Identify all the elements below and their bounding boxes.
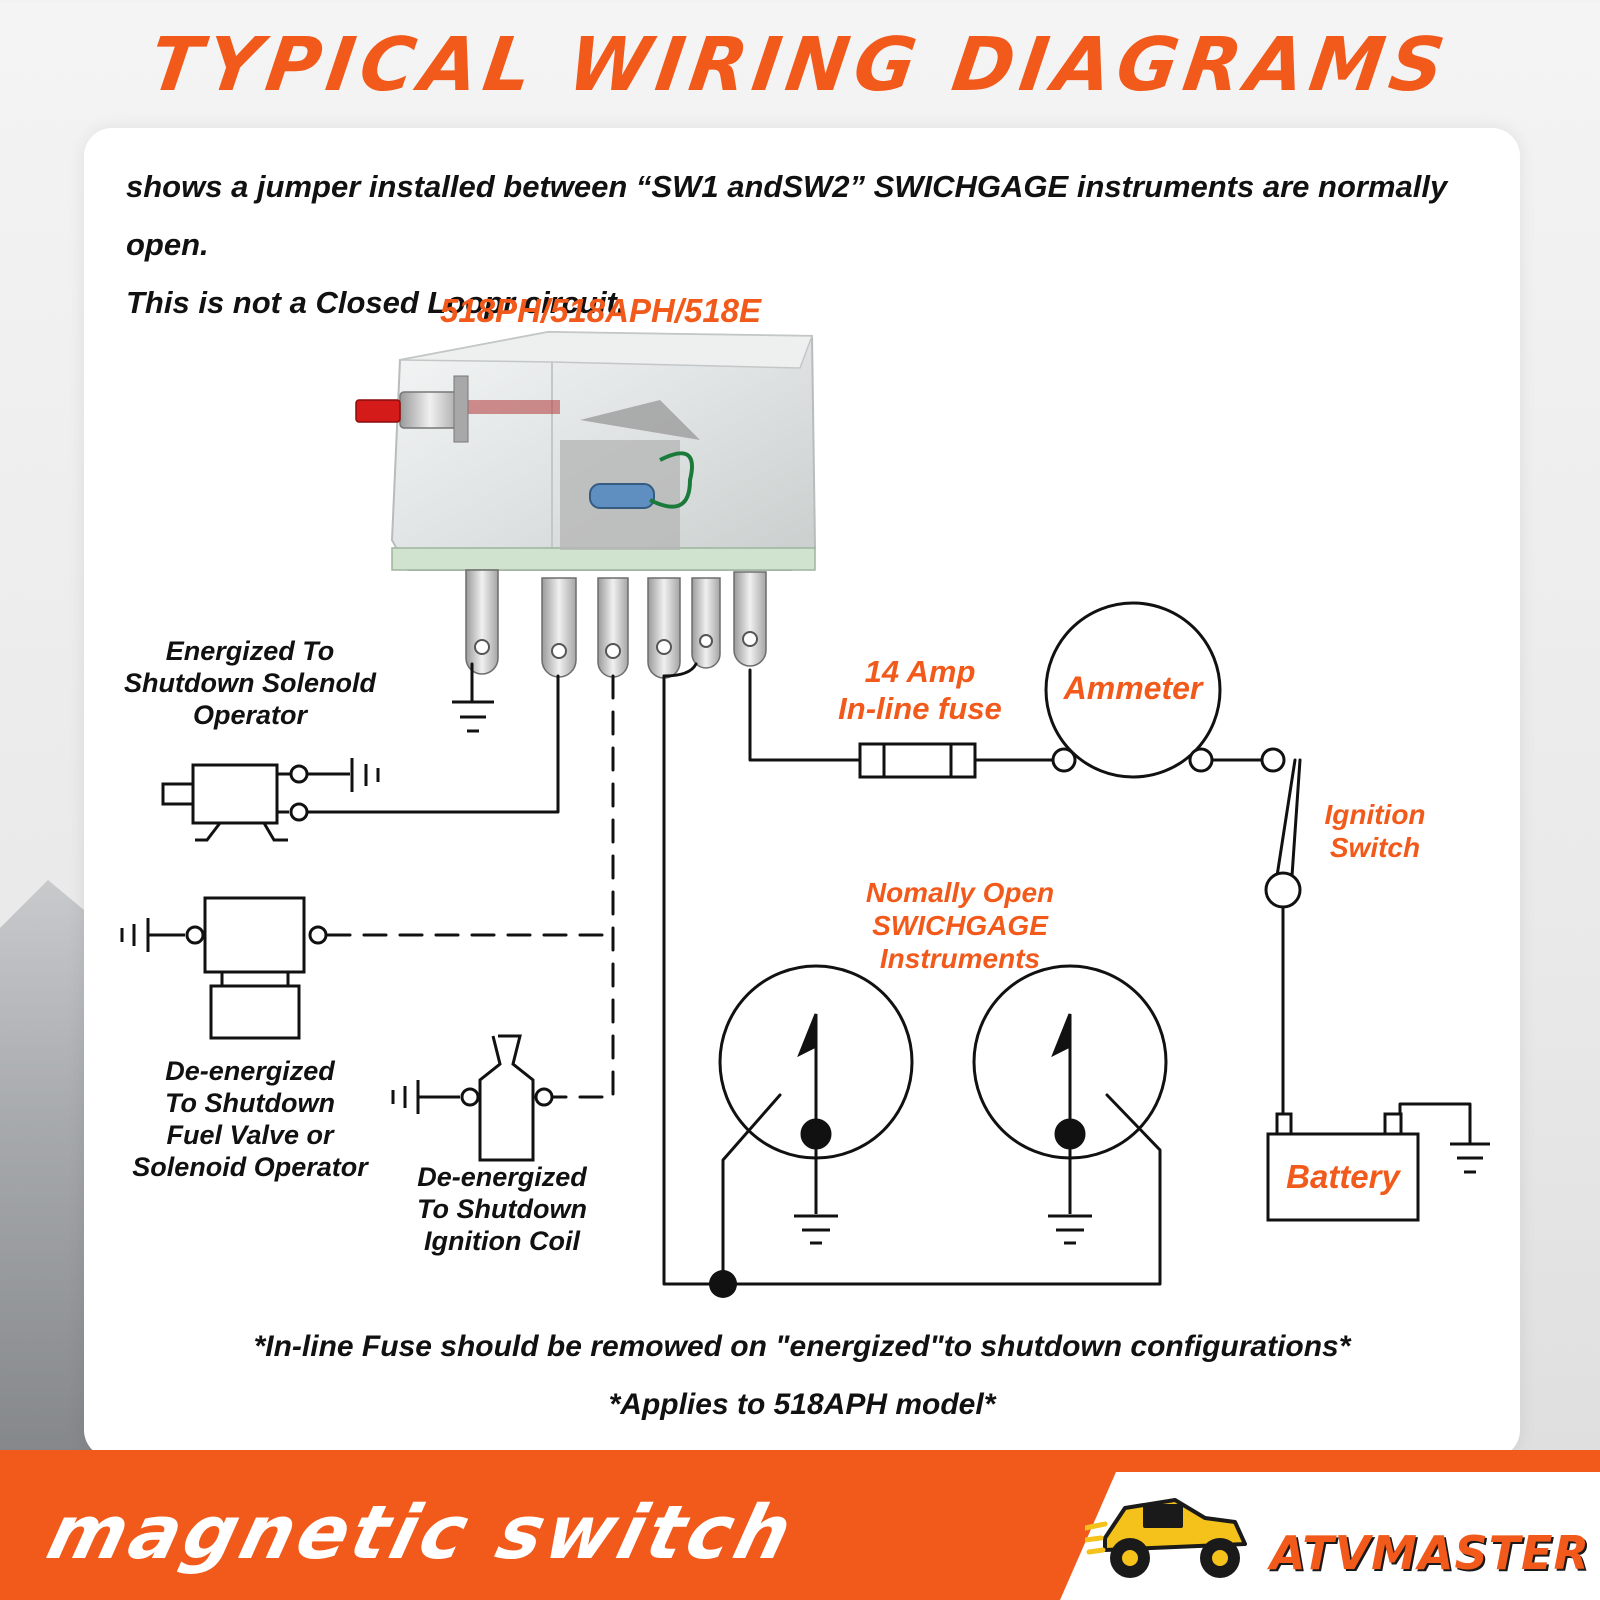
label-line: To Shutdown — [165, 1087, 335, 1118]
fuse-label: 14 Amp In-line fuse — [820, 654, 1020, 727]
resistor-part — [589, 483, 655, 509]
fuel-valve-operator — [185, 896, 328, 1040]
brand-logo-text: ATVMASTER — [1270, 1526, 1590, 1580]
ignition-switch-label: Ignition Switch — [1310, 798, 1440, 864]
relay-model-label: 518PH/518APH/518E — [440, 292, 762, 329]
ground-mark-ignition-coil — [391, 1080, 460, 1114]
ignition-coil-label: De-energized To Shutdown Ignition Coil — [392, 1162, 612, 1258]
product-name: magnetic switch — [39, 1490, 804, 1576]
ammeter-label: Ammeter — [1063, 670, 1203, 706]
label-line: Fuel Valve or — [166, 1119, 334, 1150]
solenoid-operator — [161, 763, 309, 842]
battery — [1266, 1112, 1420, 1222]
fuse — [858, 742, 977, 779]
intro-line-2: This is not a Closed Loopr circuit. — [126, 285, 626, 320]
label-line: To Shutdown — [417, 1193, 587, 1224]
label-line: De-energized — [417, 1162, 587, 1192]
label-line: Ignition — [1324, 799, 1426, 830]
atv-logo-icon — [1085, 1498, 1247, 1578]
intro-line-1: shows a jumper installed between “SW1 an… — [126, 169, 1448, 262]
battery-label: Battery — [1286, 1158, 1400, 1195]
fuel-valve-label: De-energized To Shutdown Fuel Valve or S… — [120, 1056, 380, 1183]
switchgage-instrument-1 — [718, 964, 914, 1160]
relay-photo — [355, 330, 817, 679]
ground-symbol-gauge-2 — [1048, 1134, 1092, 1245]
switchgage-instrument-2 — [972, 964, 1168, 1160]
label-line: Ignition Coil — [424, 1225, 580, 1256]
model-footnote: *Applies to 518APH model* — [608, 1388, 996, 1421]
energized-solenoid-label: Energized To Shutdown Solenold Operator — [120, 636, 380, 732]
ignition-coil — [460, 1034, 554, 1162]
label-line: De-energized — [165, 1056, 335, 1086]
wires — [305, 662, 1472, 1286]
label-line: In-line fuse — [838, 690, 1002, 726]
fuse-footnote: *In-line Fuse should be remowed on "ener… — [253, 1330, 1351, 1363]
ground-symbol-gauge-1 — [794, 1134, 838, 1245]
label-line: Solenoid Operator — [132, 1151, 368, 1182]
ground-mark-fuel-valve — [120, 918, 185, 952]
junction-dot — [709, 1270, 737, 1298]
ground-symbols — [120, 700, 1490, 1245]
label-line: Nomally Open — [865, 877, 1055, 908]
ammeter-gauge — [1044, 601, 1302, 909]
label-line: Energized To — [165, 636, 335, 666]
label-line: 14 Amp — [864, 654, 976, 689]
ground-symbol-battery — [1450, 1142, 1490, 1174]
label-line: Operator — [192, 699, 308, 730]
reset-button-red — [355, 399, 401, 423]
instruments-label: Nomally Open SWICHGAGE Instruments — [790, 876, 1130, 975]
label-line: Shutdown Solenold — [124, 667, 376, 698]
label-line: Switch — [1329, 832, 1421, 864]
label-line: SWICHGAGE Instruments — [872, 910, 1048, 975]
ground-symbol-relay — [452, 700, 494, 733]
intro-text: shows a jumper installed between “SW1 an… — [126, 158, 1486, 332]
footer-banner: magnetic switch — [0, 1450, 1600, 1600]
